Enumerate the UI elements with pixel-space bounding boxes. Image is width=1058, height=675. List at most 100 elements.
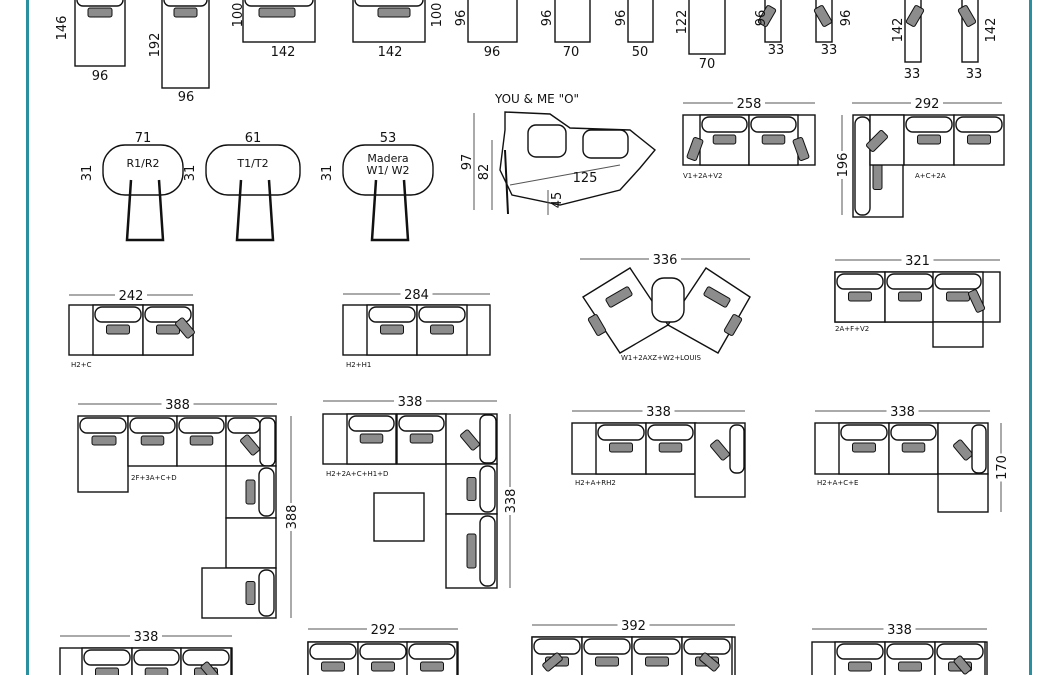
dimension-label: 96 <box>540 10 555 27</box>
back-cushion <box>683 638 731 655</box>
cushion-pillow <box>901 442 926 453</box>
dimension-label-bg <box>886 403 919 417</box>
cushion-pillow <box>723 314 743 336</box>
dimension-label-bg <box>502 487 518 515</box>
dimension-label: 96 <box>754 10 769 27</box>
configuration-code: H2+2A+C+H1+D <box>326 470 388 478</box>
dimension-label: 82 <box>477 164 492 181</box>
dimension-label-bg <box>911 95 943 109</box>
back-cushion <box>354 0 424 7</box>
back-cushion <box>836 273 884 290</box>
back-cushion <box>368 306 416 323</box>
depth-dimension: 388 <box>285 505 300 530</box>
back-cushion <box>178 417 225 434</box>
configuration-code: V1+2A+V2 <box>683 172 722 180</box>
dimension-line <box>509 164 621 186</box>
cushion-pillow <box>466 477 477 501</box>
width-dimension: 338 <box>890 405 915 420</box>
dimension-label: 122 <box>675 10 690 35</box>
dimension-label-bg <box>834 151 850 179</box>
cushion-pillow <box>173 7 198 18</box>
back-cushion <box>76 0 124 7</box>
table-frame <box>125 179 165 242</box>
width-dimension: 321 <box>905 254 930 269</box>
config-bottom-392: 392 <box>531 617 736 675</box>
back-cushion <box>890 424 937 441</box>
table-name: Madera <box>367 152 408 165</box>
cushion-pillow <box>757 5 777 27</box>
dimension-label: 45 <box>550 192 565 209</box>
cushion-pillow <box>852 442 876 453</box>
back-cushion <box>583 638 631 655</box>
back-cushion <box>840 424 888 441</box>
width-dimension: 338 <box>887 623 912 638</box>
back-cushion <box>227 417 261 434</box>
configuration-code: 2F+3A+C+D <box>131 474 177 482</box>
cushion-pillow <box>605 286 633 308</box>
back-cushion <box>163 0 208 7</box>
configuration-code: A+C+2A <box>915 172 946 180</box>
dimension-label: 96 <box>839 10 854 27</box>
cushion-pillow <box>587 314 607 336</box>
table-top <box>205 144 301 196</box>
dimension-label: 50 <box>632 45 649 60</box>
cushion-pillow <box>245 479 256 505</box>
module-outline <box>627 0 654 43</box>
cushion-pillow <box>175 317 195 339</box>
dimension-label: 146 <box>55 16 70 41</box>
back-cushion <box>750 116 797 133</box>
cushion-pillow <box>430 324 454 335</box>
dimension-label: 61 <box>245 131 262 146</box>
cushion-pillow <box>967 289 986 313</box>
cushion-pillow <box>189 435 214 446</box>
back-cushion <box>129 417 176 434</box>
config-bottom-292: 292 <box>307 621 459 675</box>
cushion-pillow <box>946 291 970 302</box>
module-outline <box>869 114 905 166</box>
dimension-label: 71 <box>135 131 152 146</box>
page-frame-left <box>26 0 29 675</box>
cushion-pillow <box>645 656 669 667</box>
back-cushion <box>94 306 142 323</box>
back-cushion <box>533 638 581 655</box>
cushion-pillow <box>409 433 434 444</box>
width-dimension: 338 <box>646 405 671 420</box>
cushion-pillow <box>460 429 480 451</box>
cushion-pillow <box>466 533 477 569</box>
cushion-pillow <box>87 7 113 18</box>
ottoman <box>651 277 685 323</box>
cushion-pillow <box>710 439 730 461</box>
dimension-label-bg <box>649 251 681 265</box>
cushion-pillow <box>140 435 165 446</box>
dimension-label-bg <box>901 252 934 266</box>
cushion-pillow <box>156 324 180 335</box>
cushion-pillow <box>144 667 169 675</box>
cushion-pillow <box>595 656 619 667</box>
dimension-label: 100 <box>430 3 445 28</box>
back-cushion <box>955 116 1003 133</box>
dimension-label: 53 <box>380 131 397 146</box>
dimension-label: 33 <box>966 67 983 82</box>
cushion-pillow <box>712 134 737 145</box>
cushion-pillow <box>95 667 119 675</box>
width-dimension: 338 <box>134 630 159 645</box>
dimension-label-bg <box>283 503 299 531</box>
chair-leg <box>504 149 509 215</box>
module-outline <box>688 0 726 55</box>
dimension-label-bg <box>394 393 426 407</box>
